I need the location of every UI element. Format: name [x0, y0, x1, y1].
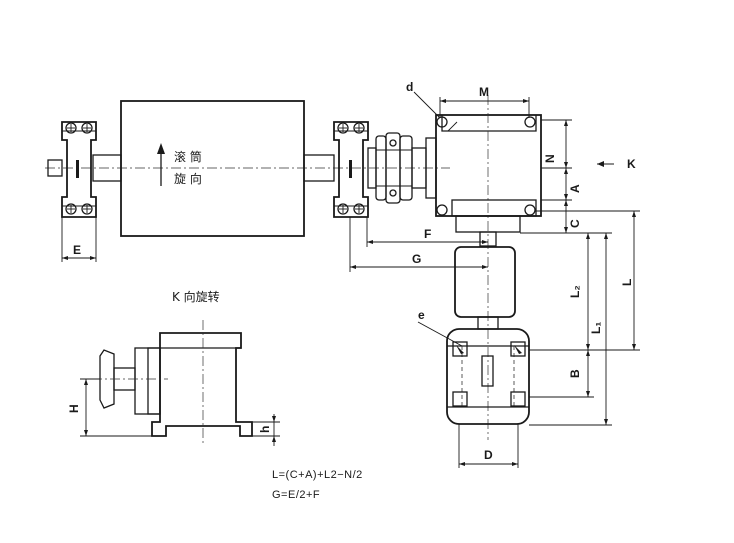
- label-d: d: [406, 80, 413, 94]
- left-bearing: [47, 121, 122, 218]
- label-e: e: [418, 308, 425, 322]
- view-k-title: K 向旋转: [172, 289, 220, 304]
- label-D: D: [484, 448, 493, 462]
- dims-L: [520, 210, 640, 426]
- label-B: B: [568, 369, 582, 378]
- label-E: E: [73, 243, 81, 257]
- formula-length: L=(C+A)+L2−N/2: [272, 469, 363, 481]
- label-L: L: [620, 279, 634, 286]
- dim-D: [458, 424, 519, 468]
- label-H: H: [67, 404, 81, 413]
- label-K: K: [627, 157, 636, 171]
- label-h: h: [258, 426, 272, 433]
- dim-H: [80, 378, 152, 437]
- drum-label-line1: 滚 筒: [174, 149, 202, 164]
- dims-F-G: [349, 217, 488, 272]
- dim-M: [439, 97, 530, 118]
- k-view: [92, 320, 253, 445]
- motor: [446, 328, 530, 425]
- label-L2: L₂: [568, 285, 582, 298]
- leader-e: [417, 321, 463, 347]
- right-bearing: [303, 121, 369, 218]
- label-F: F: [424, 227, 431, 241]
- dim-E: [61, 217, 97, 262]
- label-G: G: [412, 252, 421, 266]
- label-M: M: [479, 85, 489, 99]
- dim-h: [252, 414, 280, 446]
- formula-gap: G=E/2+F: [272, 489, 320, 501]
- label-L1: L₁: [589, 322, 603, 334]
- drum: [45, 100, 450, 237]
- label-C: C: [568, 219, 582, 228]
- coupling: [367, 132, 437, 204]
- label-A: A: [568, 184, 582, 193]
- label-N: N: [543, 154, 557, 163]
- reducer: [435, 95, 542, 440]
- brake-unit: [454, 246, 516, 330]
- leader-d: [413, 91, 441, 119]
- drum-label-line2: 旋 向: [174, 171, 202, 186]
